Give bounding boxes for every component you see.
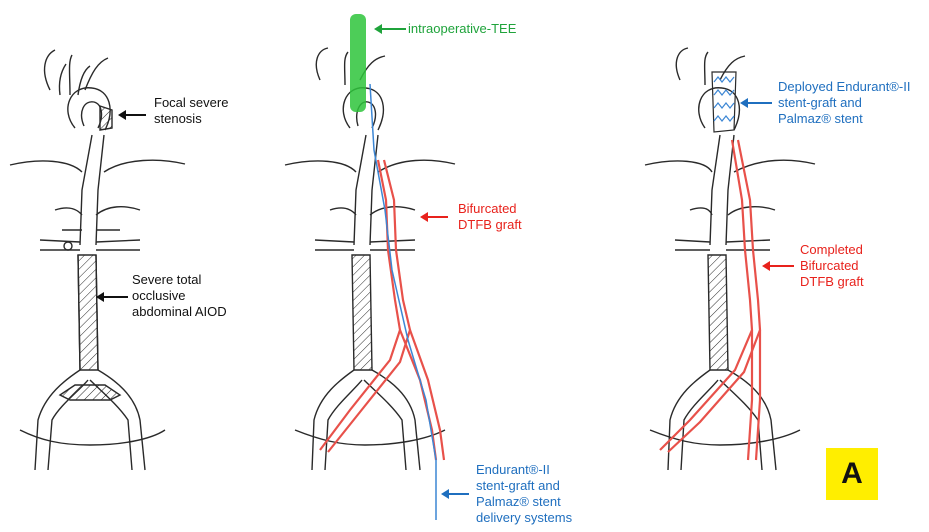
panel2-dtfb-graft (320, 160, 444, 460)
graft-arrow (420, 210, 450, 224)
panel2-aorta-sketch (285, 48, 455, 470)
tee-arrow (374, 22, 408, 36)
stenosis-label: Focal severe stenosis (154, 95, 228, 127)
deployed-label: Deployed Endurant®-II stent-graft and Pa… (778, 79, 910, 127)
graft-label: Bifurcated DTFB graft (458, 201, 522, 233)
delivery-label: Endurant®-II stent-graft and Palmaz® ste… (476, 462, 572, 526)
deployed-stent (712, 72, 736, 132)
deployed-arrow (740, 96, 774, 110)
aiod-arrow (96, 290, 130, 304)
stenosis-arrow (118, 108, 148, 122)
completed-label: Completed Bifurcated DTFB graft (800, 242, 864, 290)
tee-probe-band (350, 14, 366, 112)
delivery-arrow (441, 487, 471, 501)
panel-badge: A (826, 448, 878, 500)
completed-arrow (762, 259, 796, 273)
tee-label: intraoperative-TEE (408, 21, 516, 37)
aiod-label: Severe total occlusive abdominal AIOD (132, 272, 227, 320)
